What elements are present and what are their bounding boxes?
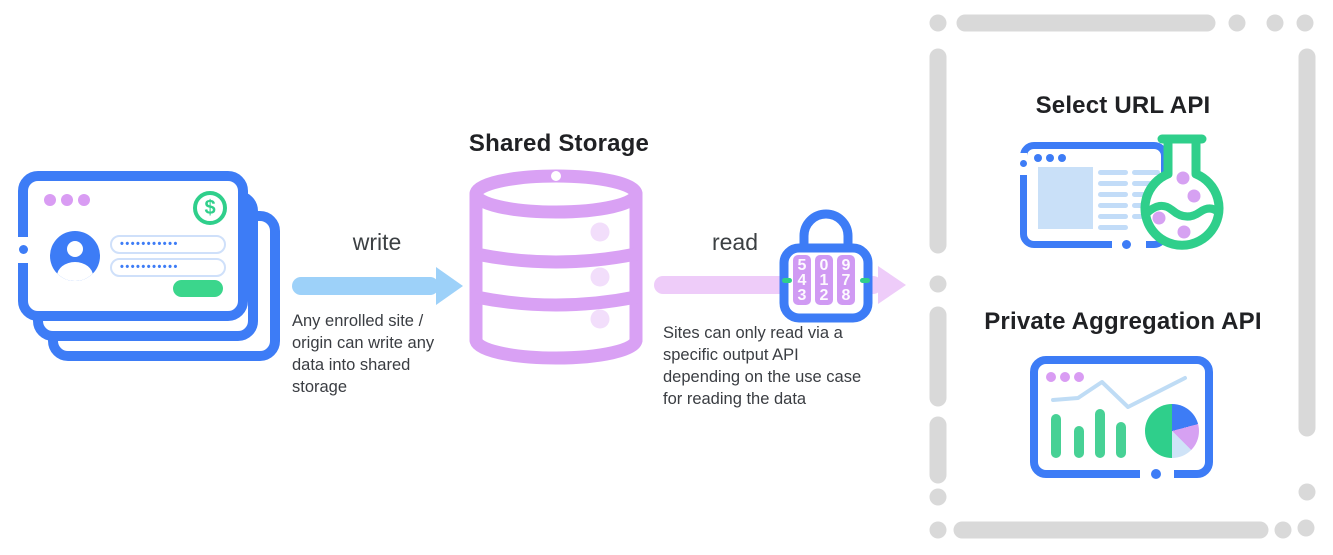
shared-storage-title: Shared Storage <box>468 130 650 157</box>
database-icon <box>469 169 643 365</box>
border-dot-icon <box>1020 160 1027 167</box>
lock-wheel: 0 1 2 <box>815 255 833 305</box>
border-dot-icon <box>1151 469 1161 479</box>
database-dot-icon <box>590 222 610 242</box>
lock-dash-icon <box>782 278 792 283</box>
write-caption: Any enrolled site / origin can write any… <box>292 312 435 396</box>
content-rect <box>1038 167 1093 229</box>
line-chart <box>1051 376 1187 409</box>
lock-wheel: 9 7 8 <box>837 255 855 305</box>
combination-lock-icon: 5 4 3 0 1 2 9 7 8 <box>776 200 876 325</box>
bubble-icon <box>1187 189 1201 203</box>
read-caption: Sites can only read via a specific outpu… <box>663 324 862 408</box>
flask-icon <box>1140 134 1224 250</box>
lock-dash-icon <box>860 278 870 283</box>
border-dot-icon <box>19 245 28 254</box>
line-bar-chart-icon <box>1051 376 1187 458</box>
bubble-icon <box>1177 225 1191 239</box>
write-arrow-icon <box>292 267 463 305</box>
select-url-api-title: Select URL API <box>1035 92 1211 119</box>
bar-chart <box>1051 409 1126 458</box>
submit-button[interactable] <box>173 280 223 297</box>
avatar-shoulders <box>57 262 93 281</box>
avatar-icon <box>50 231 100 281</box>
password-field-1[interactable]: ••••••••••• <box>110 235 226 254</box>
password-field-2[interactable]: ••••••••••• <box>110 258 226 277</box>
dollar-icon: $ <box>193 191 227 225</box>
write-label: write <box>352 229 402 255</box>
database-dot-icon <box>590 267 610 287</box>
private-aggregation-api-title: Private Aggregation API <box>984 308 1262 335</box>
pie-chart-icon <box>1145 404 1199 458</box>
database-gap <box>551 171 561 181</box>
avatar-head <box>67 241 83 257</box>
border-dot-icon <box>1122 240 1131 249</box>
read-label: read <box>711 229 759 255</box>
bubble-icon <box>1176 171 1190 185</box>
database-dot-icon <box>590 309 610 329</box>
lock-wheel: 5 4 3 <box>793 255 811 305</box>
bubble-icon <box>1152 211 1166 225</box>
